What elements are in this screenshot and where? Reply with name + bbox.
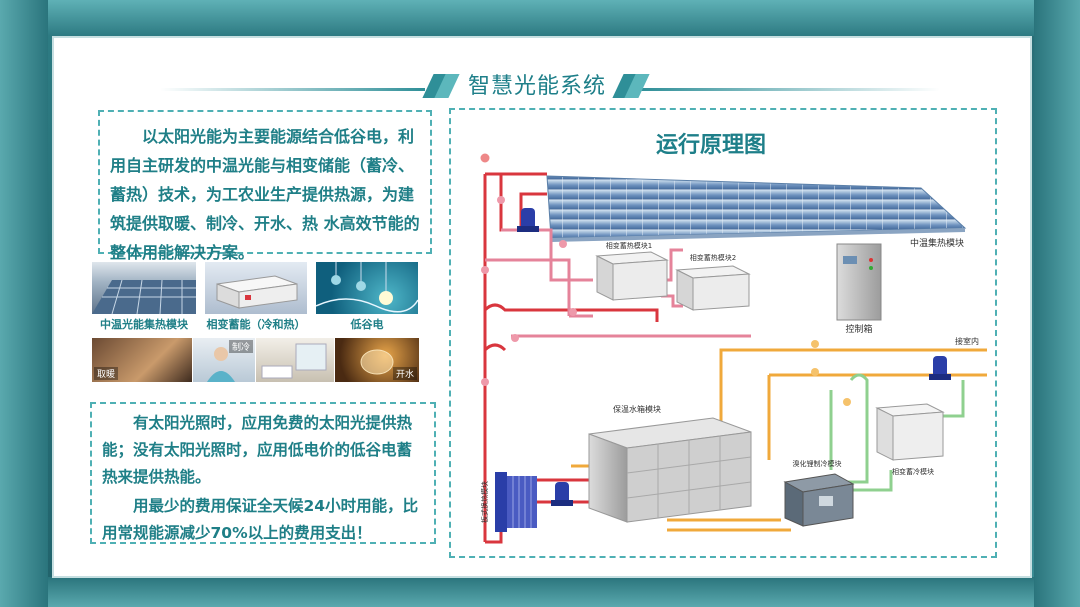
summary-text-1: 有太阳光照时，应用免费的太阳光提供热能；没有太阳光照时，应用低电价的低谷电蓄热来… (102, 414, 413, 486)
plate-heat-exchanger (495, 472, 537, 532)
teapot-photo: 开水 (335, 338, 419, 382)
bathroom-illustration (261, 343, 327, 379)
solar-roof-illustration (92, 279, 196, 314)
solar-roof-photo (92, 262, 196, 314)
valve-icon (479, 152, 851, 406)
indoor-label: 接室内 (955, 336, 979, 346)
storage-unit-illustration (216, 275, 298, 309)
cold-store-pipe (829, 373, 965, 492)
frame-bevel-top (0, 0, 1080, 36)
frame-bevel-bottom (0, 577, 1080, 607)
lithium-bromide-chiller (783, 473, 855, 527)
summary-text-2: 用最少的费用保证全天候24小时用能，比用常规能源减少70%以上的费用支出！ (102, 497, 419, 542)
photo-tag: 开水 (392, 367, 417, 380)
cold-store-module (875, 403, 945, 461)
frame-bevel-right (1034, 0, 1080, 607)
heat-store-module-2 (675, 265, 751, 311)
solar-collector-array (546, 175, 967, 242)
operation-diagram: 运行原理图 (449, 108, 997, 558)
photo-tag: 取暖 (94, 367, 119, 380)
operation-diagram-svg: 运行原理图 (479, 132, 987, 544)
storage-unit-photo (205, 262, 307, 314)
diagram-title: 运行原理图 (656, 132, 766, 158)
photo-tag: 制冷 (228, 340, 253, 353)
cold-store-label: 相变蓄冷模块 (892, 467, 934, 476)
page-title: 智慧光能系统 (467, 74, 606, 99)
bulbs-photo (316, 262, 418, 314)
title-rule-right (640, 88, 940, 91)
gallery-caption: 低谷电 (350, 318, 384, 331)
summary-box: 有太阳光照时，应用免费的太阳光提供热能；没有太阳光照时，应用低电价的低谷电蓄热来… (90, 402, 436, 544)
heat-store-1-label: 相变蓄热模块1 (606, 241, 652, 250)
solar-module-label: 中温集热模块 (910, 237, 964, 249)
person-illustration (207, 347, 235, 382)
bathroom-photo (256, 338, 334, 382)
heat-store-2-label: 相变蓄热模块2 (690, 253, 736, 262)
chiller-label: 溴化锂制冷模块 (793, 459, 842, 468)
title-rule-left (160, 88, 425, 91)
water-tank-label: 保温水箱模块 (613, 404, 661, 414)
gallery-caption: 中温光能集热模块 (100, 318, 188, 331)
intro-text: 以太阳光能为主要能源结合低谷电，利用自主研发的中温光能与相变储能（蓄冷、蓄热）技… (110, 127, 420, 262)
control-cabinet (836, 243, 882, 321)
intro-box: 以太阳光能为主要能源结合低谷电，利用自主研发的中温光能与相变储能（蓄冷、蓄热）技… (98, 110, 432, 262)
frame-bevel-left (0, 0, 48, 607)
insulated-water-tank (588, 417, 752, 523)
heat-store-pipe (485, 228, 751, 338)
heat-store-module-1 (595, 251, 669, 301)
person-photo: 制冷 (193, 338, 255, 382)
pump-icon (517, 208, 951, 506)
gallery-caption: 相变蓄能（冷和热） (206, 318, 306, 331)
bulbs-illustration (316, 262, 418, 313)
living-room-photo: 取暖 (92, 338, 192, 382)
control-cabinet-label: 控制箱 (845, 323, 872, 335)
exchanger-label: 板式换热模块 (480, 481, 489, 523)
teapot-illustration (360, 349, 394, 375)
